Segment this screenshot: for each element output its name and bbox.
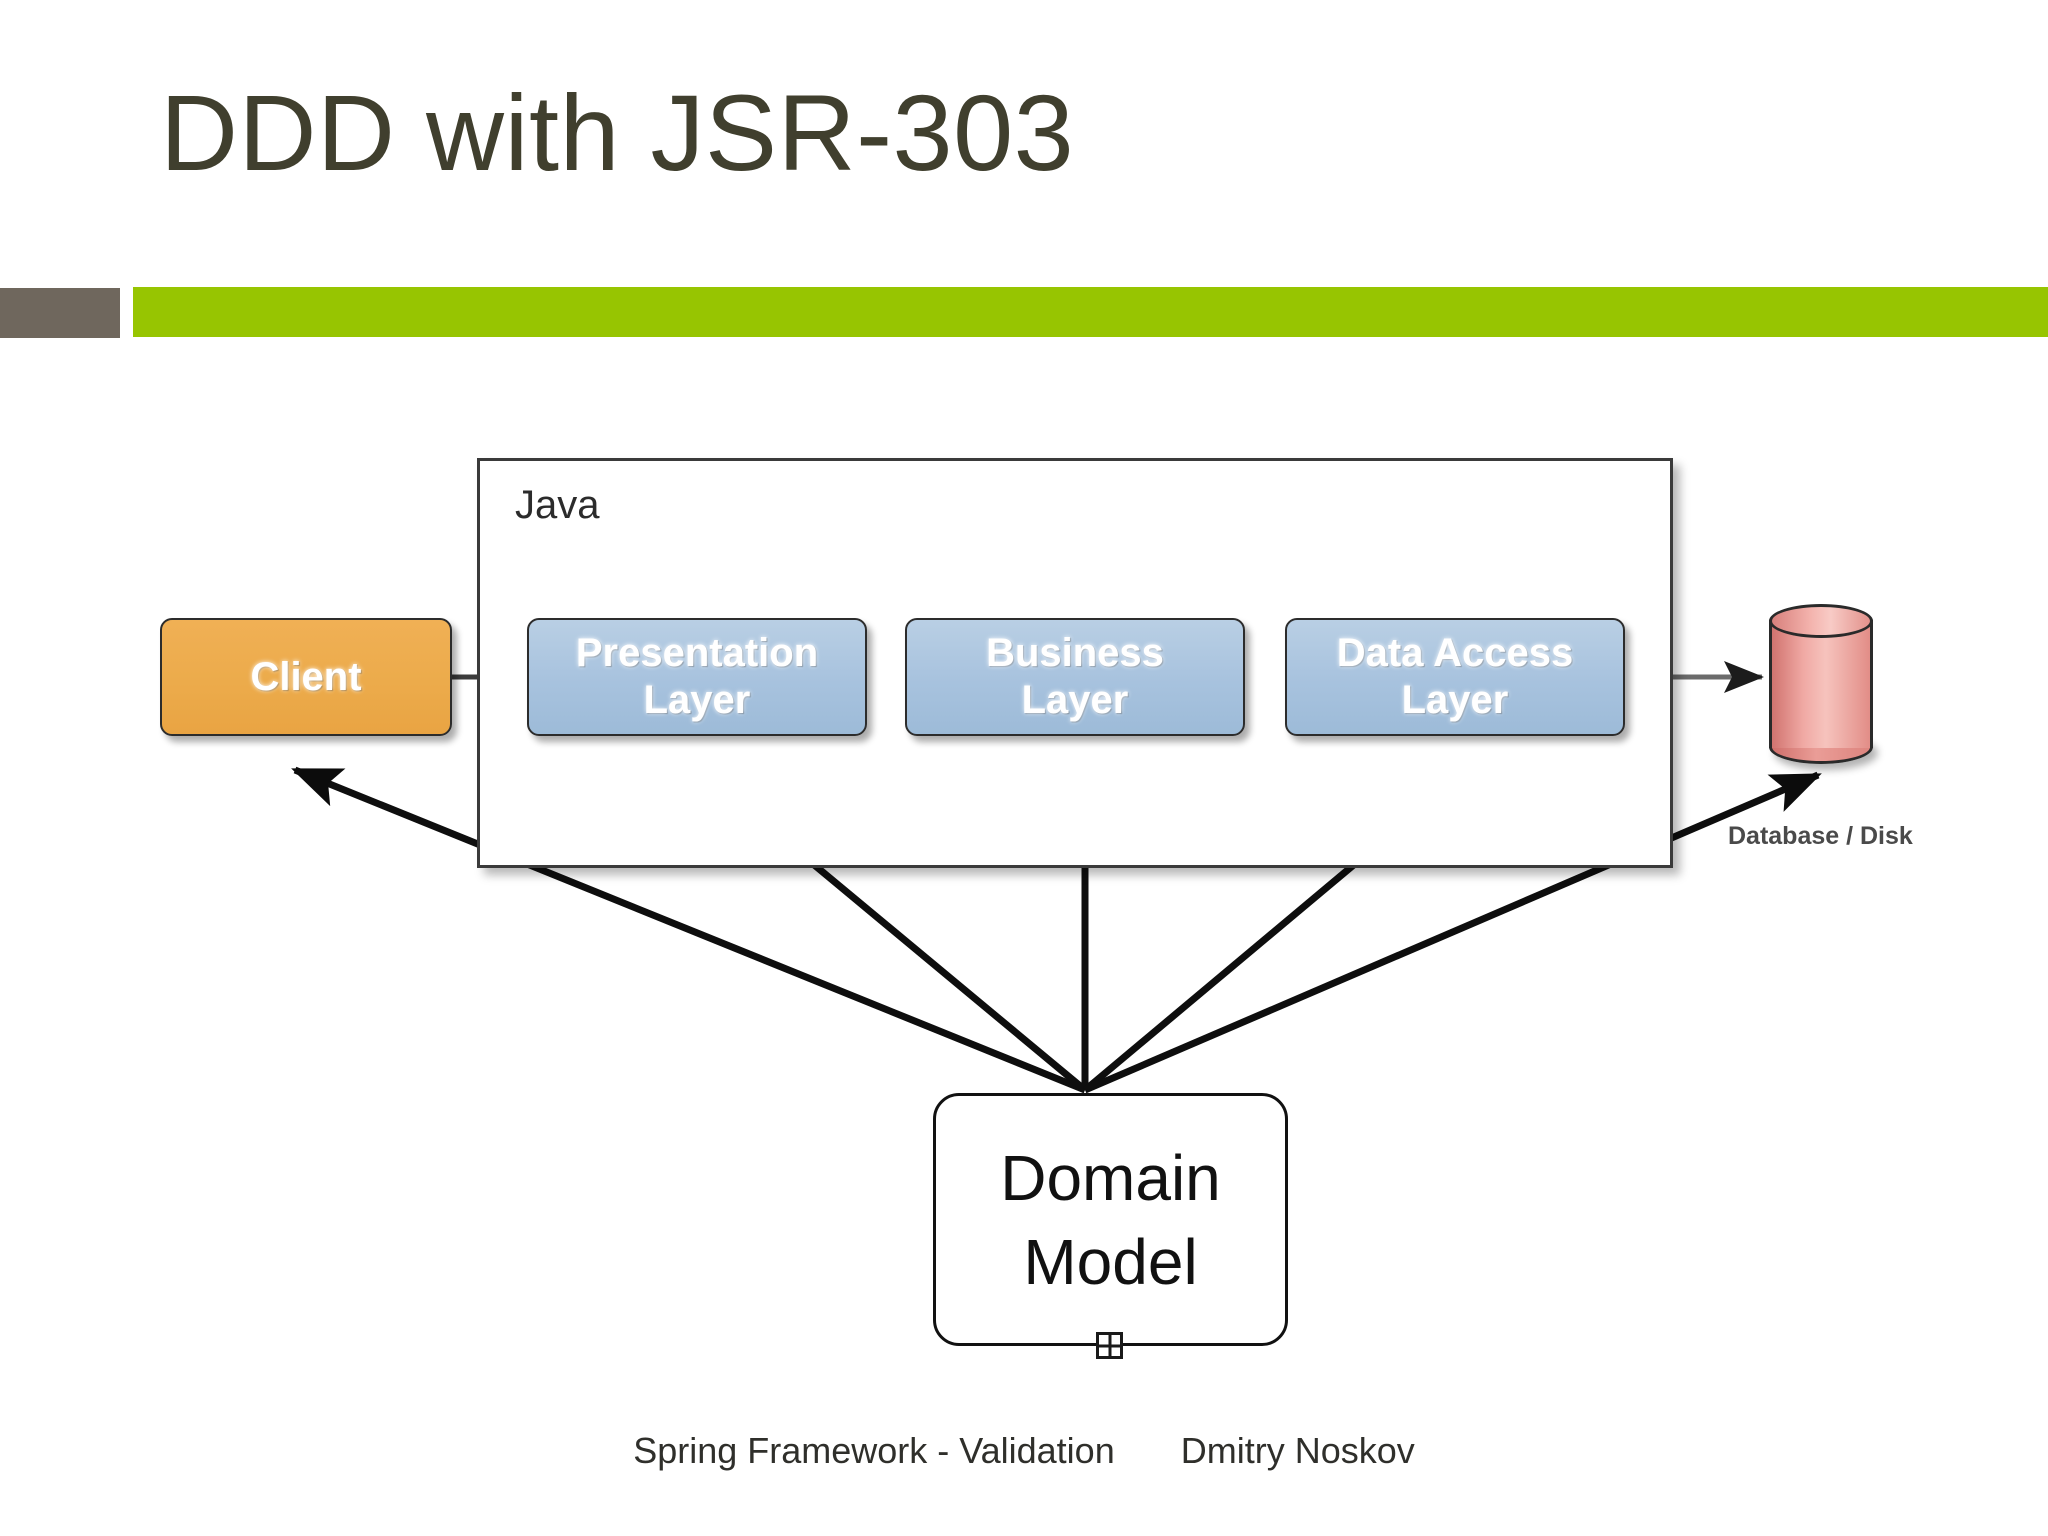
database-cylinder-icon bbox=[1769, 604, 1873, 764]
client-label: Client bbox=[250, 654, 362, 699]
slide-footer: Spring Framework - Validation Dmitry Nos… bbox=[0, 1430, 2048, 1472]
domain-model-box: Domain Model bbox=[933, 1093, 1288, 1346]
footer-right-text: Dmitry Noskov bbox=[1180, 1430, 1415, 1471]
data-access-layer-label: Data Access Layer bbox=[1337, 630, 1573, 724]
business-layer-label: Business Layer bbox=[986, 630, 1164, 724]
data-access-layer-line2: Layer bbox=[1401, 678, 1509, 722]
domain-model-resize-handle[interactable] bbox=[1096, 1332, 1123, 1359]
domain-model-label: Domain Model bbox=[1000, 1136, 1221, 1304]
business-layer-line2: Layer bbox=[1021, 678, 1129, 722]
accent-block bbox=[0, 288, 120, 338]
domain-model-line1: Domain bbox=[1000, 1141, 1221, 1214]
java-container-label: Java bbox=[515, 483, 600, 527]
footer-left-text: Spring Framework - Validation bbox=[633, 1430, 1115, 1471]
domain-model-line2: Model bbox=[1023, 1225, 1198, 1298]
data-access-layer-line1: Data Access bbox=[1336, 631, 1574, 675]
business-layer-box: Business Layer bbox=[905, 618, 1245, 736]
presentation-layer-label: Presentation Layer bbox=[576, 630, 818, 724]
client-box: Client bbox=[160, 618, 452, 736]
presentation-layer-box: Presentation Layer bbox=[527, 618, 867, 736]
data-access-layer-box: Data Access Layer bbox=[1285, 618, 1625, 736]
cylinder-body bbox=[1769, 620, 1873, 748]
accent-bar bbox=[133, 287, 2048, 337]
page-title: DDD with JSR-303 bbox=[160, 72, 1075, 193]
database-label: Database / Disk bbox=[1728, 822, 1913, 850]
business-layer-line1: Business bbox=[986, 631, 1164, 675]
presentation-layer-line1: Presentation bbox=[575, 631, 819, 675]
presentation-layer-line2: Layer bbox=[643, 678, 751, 722]
cylinder-top-ellipse bbox=[1769, 604, 1873, 638]
